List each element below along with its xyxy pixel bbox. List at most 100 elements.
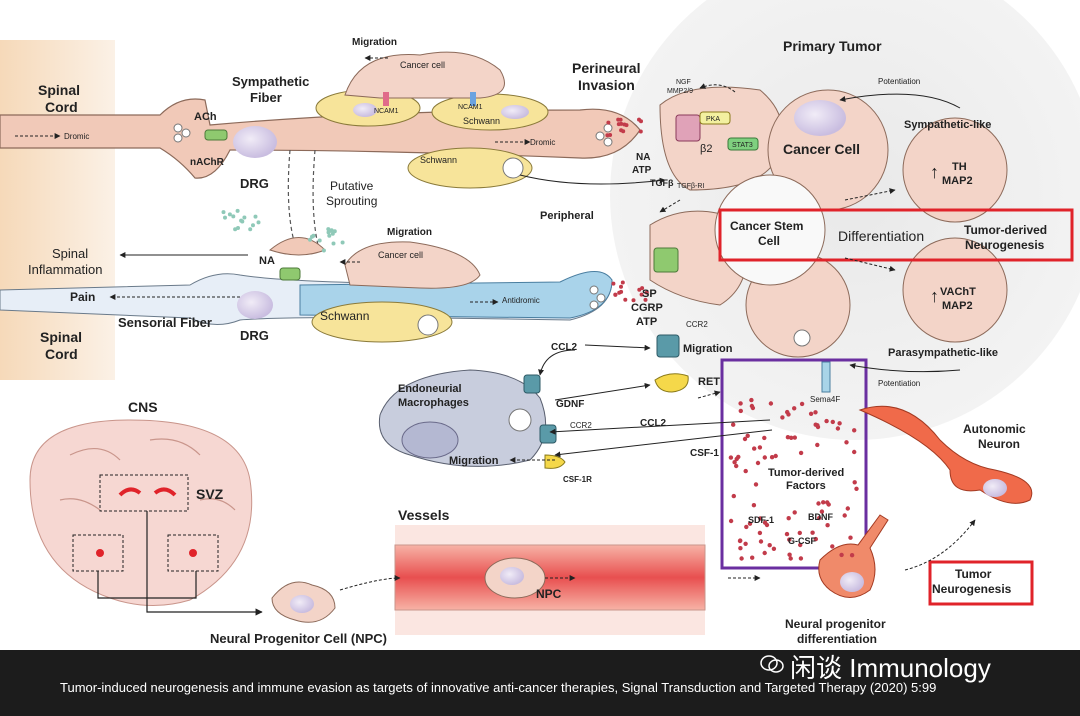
label-sympathetic-fiber-2: Fiber [250,90,282,105]
label-migration-right: Migration [683,343,733,355]
label-peripheral: Peripheral [540,210,594,222]
label-neuron: Neuron [978,437,1020,451]
label-csf1: CSF-1 [690,448,719,459]
highlight-tumor-derived-neurogenesis [718,208,1074,262]
label-sympathetic-like: Sympathetic-like [904,119,991,131]
beta2-receptor [675,114,701,142]
label-antidromic: Antidromic [502,296,540,305]
label-spinal-cord-bottom-2: Cord [45,346,78,362]
label-ach: ACh [194,111,217,123]
label-svz: SVZ [196,486,224,502]
label-neural-progenitor-cell: Neural Progenitor Cell (NPC) [210,631,387,646]
label-ccl2-top: CCL2 [551,342,578,353]
label-potentiation-bottom: Potentiation [878,379,920,388]
label-pka: PKA [706,116,720,123]
label-dromic-right: Dromic [530,138,555,147]
label-nachr: nAChR [190,157,225,168]
label-primary-tumor: Primary Tumor [783,38,882,54]
label-tumor-derived-neuro-1: Tumor-derived [964,223,1047,237]
autonomic-neuron [858,405,1033,504]
label-sensorial-fiber: Sensorial Fiber [118,315,212,330]
nachr-receptor [204,129,228,141]
highlight-tumor-neurogenesis [928,560,1034,606]
label-perineural-2: Invasion [578,77,635,93]
label-putative: Putative [330,179,374,193]
label-atp-2: ATP [636,316,657,328]
label-stat3: STAT3 [732,142,753,149]
ccr2-receptor-macrophage [523,374,541,394]
label-spinal-cord-top-1: Spinal [38,82,80,98]
label-spinal-cord-bottom-1: Spinal [40,329,82,345]
label-cns: CNS [128,399,158,415]
label-th: TH [952,161,967,173]
label-csf1r: CSF-1R [563,475,592,484]
label-ccl2-mid: CCL2 [640,418,667,429]
sensory-receptor [279,267,301,281]
brain-outline [29,419,253,606]
cancer-cell-top [344,51,505,99]
chat-bubble-icon [760,655,784,673]
label-dromic: Dromic [64,132,89,141]
label-ret: RET [698,376,720,388]
label-ncam1-a: NCAM1 [374,108,399,115]
ccr2-receptor-lower [539,424,557,444]
label-factors-2: Factors [786,480,826,492]
label-npc: NPC [536,587,562,601]
label-migration-bottom: Migration [449,455,499,467]
label-mmp: MMP2/9 [667,88,693,95]
label-tgfb: TGFβ [650,178,674,188]
ncam1-receptor-b [470,92,476,106]
label-tgfb-ri: TGFβ-RI [677,183,704,190]
label-neurogenesis: Neurogenesis [932,582,1012,596]
label-gcsf: G-CSF [788,536,817,546]
label-beta2: β2 [700,143,712,155]
label-na: NA [636,152,650,163]
label-spinal-cord-top-2: Cord [45,99,78,115]
up-arrow-th: ↑ [930,162,939,182]
label-stem-cell: Cell [758,234,780,248]
label-ngf: NGF [676,79,691,86]
label-cancer-cell-top: Cancer cell [400,60,445,70]
label-cancer-cell-mid: Cancer cell [378,250,423,260]
label-migration-top: Migration [352,37,397,48]
label-bdnf: BDNF [808,512,833,522]
sp-receptor [653,247,679,273]
label-differentiation: Differentiation [838,228,924,244]
label-endoneurial: Endoneurial [398,383,462,395]
label-npd-2: differentiation [797,632,877,646]
label-sympathetic-fiber-1: Sympathetic [232,74,309,89]
label-map2-b: MAP2 [942,300,973,312]
schwann-cell-bottom [311,301,453,343]
label-npd-1: Neural progenitor [785,617,886,631]
label-autonomic: Autonomic [963,422,1026,436]
label-sp: SP [642,288,657,300]
spinal-cord-band [0,40,115,380]
parasympathetic-like-cell [902,237,1008,343]
label-pain: Pain [70,290,95,304]
label-potentiation-top: Potentiation [878,77,920,86]
label-ncam1-b: NCAM1 [458,104,483,111]
tumor-derived-factor-dots [221,117,859,561]
caption-bar [0,650,1080,716]
ccr2-receptor-tumor [656,334,680,358]
label-schwann-mid: Schwann [420,155,457,165]
label-parasympathetic-like: Parasympathetic-like [888,347,998,359]
label-vacht: VAChT [940,286,976,298]
label-migration-mid: Migration [387,227,432,238]
watermark: 闲谈 Immunology [790,653,991,683]
cancer-cell-mid [344,241,481,289]
label-sdf1: SDF-1 [748,515,774,525]
cancer-stem-cell [714,174,826,286]
ncam1-receptor-a [383,92,389,106]
